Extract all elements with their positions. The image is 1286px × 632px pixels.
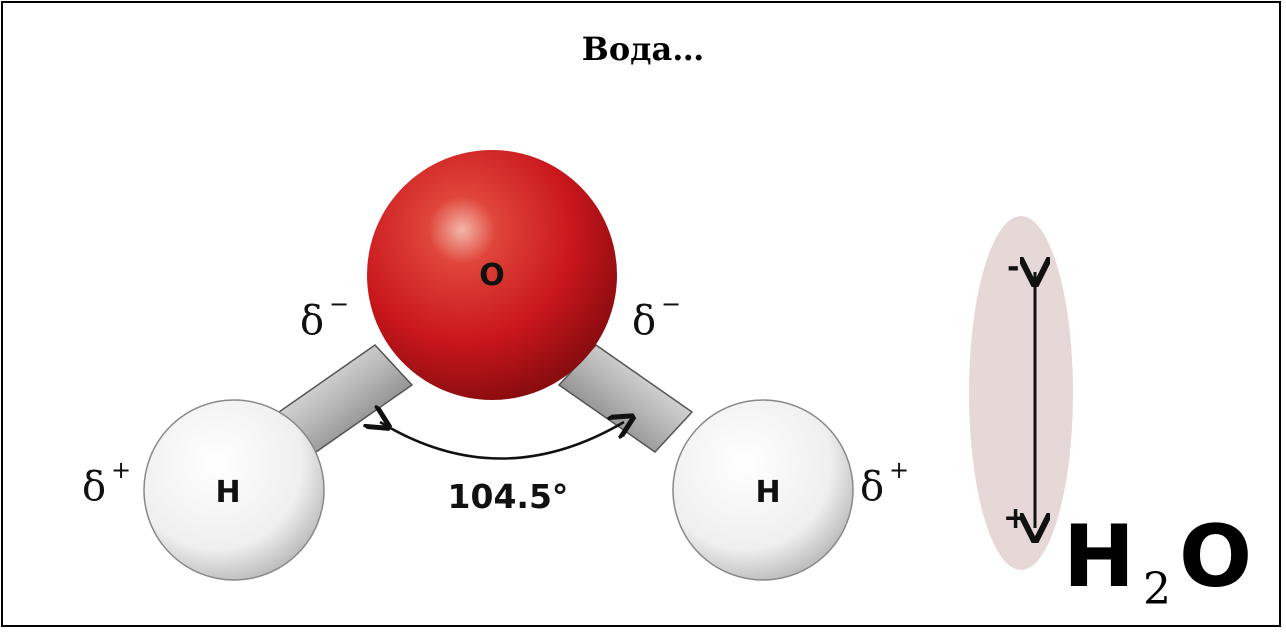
hydrogen-atom-left <box>143 399 325 581</box>
hydrogen-charge-left: δ <box>82 464 106 510</box>
dipole-positive-pole: + <box>1003 501 1028 536</box>
hydrogen-left-label: H <box>215 475 240 510</box>
dipole-negative-pole: - <box>1007 250 1019 285</box>
oxygen-atom <box>367 150 617 400</box>
bond-angle-arc <box>380 422 624 460</box>
hydrogen-atom-right <box>672 399 854 581</box>
bond-right <box>557 344 694 453</box>
oxygen-charge-left: δ <box>300 298 324 344</box>
oxygen-label: O <box>479 258 505 293</box>
oxygen-charge-right: δ <box>632 298 656 344</box>
hydrogen-charge-right-sign: + <box>889 456 909 484</box>
hydrogen-right-label: H <box>755 475 780 510</box>
bond-angle-label: 104.5° <box>448 477 569 516</box>
hydrogen-charge-right: δ <box>860 464 884 510</box>
oxygen-charge-left-sign: − <box>329 290 349 318</box>
formula-element-2: O <box>1179 507 1252 607</box>
formula-subscript: 2 <box>1143 564 1171 615</box>
slide-title: Вода… <box>581 30 705 68</box>
hydrogen-charge-left-sign: + <box>111 456 131 484</box>
oxygen-charge-right-sign: − <box>661 290 681 318</box>
formula-element-1: H <box>1063 507 1135 607</box>
